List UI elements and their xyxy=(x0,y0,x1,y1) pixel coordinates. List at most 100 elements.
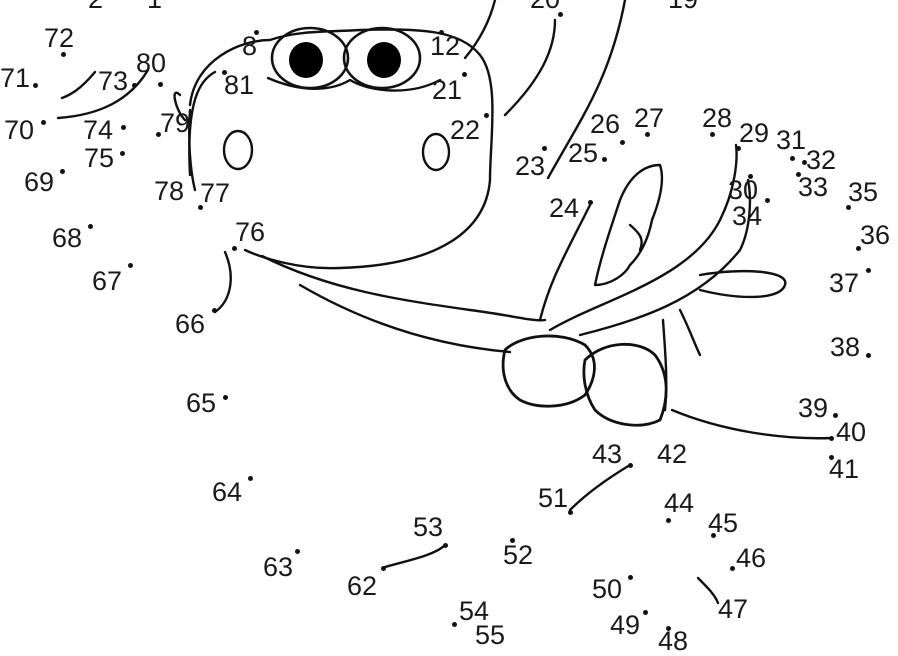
dot-label-50: 50 xyxy=(592,574,623,604)
dot-label-39: 39 xyxy=(798,393,829,423)
dot-72 xyxy=(61,52,66,57)
dot-81 xyxy=(222,70,227,75)
dot-35 xyxy=(846,205,851,210)
dot-27 xyxy=(645,132,650,137)
dot-25 xyxy=(602,157,607,162)
dot-80 xyxy=(158,82,163,87)
dot-label-79: 79 xyxy=(160,108,191,138)
dot-53 xyxy=(443,543,448,548)
dot-54 xyxy=(452,622,457,627)
dot-51 xyxy=(568,510,573,515)
dot-43 xyxy=(628,463,633,468)
dot-label-12: 12 xyxy=(430,31,461,61)
dot-label-48: 48 xyxy=(658,626,689,656)
dot-45 xyxy=(711,533,716,538)
dot-26 xyxy=(620,140,625,145)
dot-label-23: 23 xyxy=(515,151,546,181)
dot-44 xyxy=(666,518,671,523)
dot-68 xyxy=(88,224,93,229)
dot-label-73: 73 xyxy=(98,66,129,96)
dot-label-37: 37 xyxy=(829,268,860,298)
dot-70 xyxy=(41,120,46,125)
dot-67 xyxy=(128,263,133,268)
dot-label-67: 67 xyxy=(92,266,123,296)
dot-65 xyxy=(223,395,228,400)
dot-28 xyxy=(710,132,715,137)
dot-label-30: 30 xyxy=(728,175,759,205)
dot-label-63: 63 xyxy=(263,552,294,582)
dot-label-52: 52 xyxy=(503,540,534,570)
dot-40 xyxy=(829,436,834,441)
dot-label-35: 35 xyxy=(848,177,879,207)
dot-21 xyxy=(462,72,467,77)
dot-label-25: 25 xyxy=(568,138,599,168)
dot-label-64: 64 xyxy=(212,477,243,507)
dot-8 xyxy=(254,30,259,35)
dot-label-46: 46 xyxy=(736,543,767,573)
dot-74 xyxy=(121,125,126,130)
dot-30 xyxy=(748,174,753,179)
dot-71 xyxy=(33,83,38,88)
dot-label-53: 53 xyxy=(413,512,444,542)
dot-label-20: 20 xyxy=(530,0,560,13)
dot-label-77: 77 xyxy=(200,178,231,208)
dot-label-24: 24 xyxy=(549,193,580,223)
dot-label-43: 43 xyxy=(592,439,623,469)
dot-48 xyxy=(666,626,671,631)
dot-20 xyxy=(558,12,563,17)
dot-69 xyxy=(60,169,65,174)
dot-label-34: 34 xyxy=(732,201,763,231)
dot-label-2: 2 xyxy=(88,0,103,13)
dot-label-51: 51 xyxy=(538,483,569,513)
dot-label-69: 69 xyxy=(24,167,55,197)
dot-label-76: 76 xyxy=(235,217,266,247)
dot-label-1: 1 xyxy=(147,0,162,13)
dot-12 xyxy=(439,30,444,35)
dot-label-47: 47 xyxy=(718,594,749,624)
dot-label-45: 45 xyxy=(708,508,739,538)
dot-label-55: 55 xyxy=(475,620,506,650)
dot-label-80: 80 xyxy=(136,48,167,78)
dot-34 xyxy=(765,198,770,203)
dot-32 xyxy=(802,160,807,165)
dot-label-31: 31 xyxy=(776,125,807,155)
dot-label-42: 42 xyxy=(657,439,688,469)
line-art-drawing xyxy=(56,0,834,605)
dot-label-68: 68 xyxy=(52,223,83,253)
dot-label-74: 74 xyxy=(83,115,114,145)
dot-label-78: 78 xyxy=(154,176,185,206)
dot-79 xyxy=(156,132,161,137)
dot-label-81: 81 xyxy=(224,70,255,100)
dot-label-62: 62 xyxy=(347,571,378,601)
dot-31 xyxy=(790,156,795,161)
dot-label-54: 54 xyxy=(459,596,490,626)
dot-73 xyxy=(132,83,137,88)
dot-41 xyxy=(829,455,834,460)
dot-label-32: 32 xyxy=(806,145,837,175)
dot-46 xyxy=(730,566,735,571)
dot-label-21: 21 xyxy=(432,75,463,105)
dot-76 xyxy=(232,246,237,251)
dot-label-27: 27 xyxy=(634,103,665,133)
dot-label-33: 33 xyxy=(798,172,829,202)
dot-label-66: 66 xyxy=(175,309,206,339)
dot-label-72: 72 xyxy=(44,23,75,53)
dot-label-22: 22 xyxy=(450,115,481,145)
dot-36 xyxy=(856,246,861,251)
dot-37 xyxy=(866,268,871,273)
dot-62 xyxy=(381,566,386,571)
dot-63 xyxy=(295,549,300,554)
dot-49 xyxy=(643,610,648,615)
dot-22 xyxy=(484,113,489,118)
dot-24 xyxy=(588,200,593,205)
dot-50 xyxy=(628,575,633,580)
dot-29 xyxy=(736,146,741,151)
dot-label-26: 26 xyxy=(590,109,621,139)
dot-39 xyxy=(833,413,838,418)
dot-66 xyxy=(212,308,217,313)
dot-75 xyxy=(120,151,125,156)
dot-label-41: 41 xyxy=(829,454,860,484)
dot-label-71: 71 xyxy=(0,63,31,93)
dot-label-38: 38 xyxy=(830,332,861,362)
